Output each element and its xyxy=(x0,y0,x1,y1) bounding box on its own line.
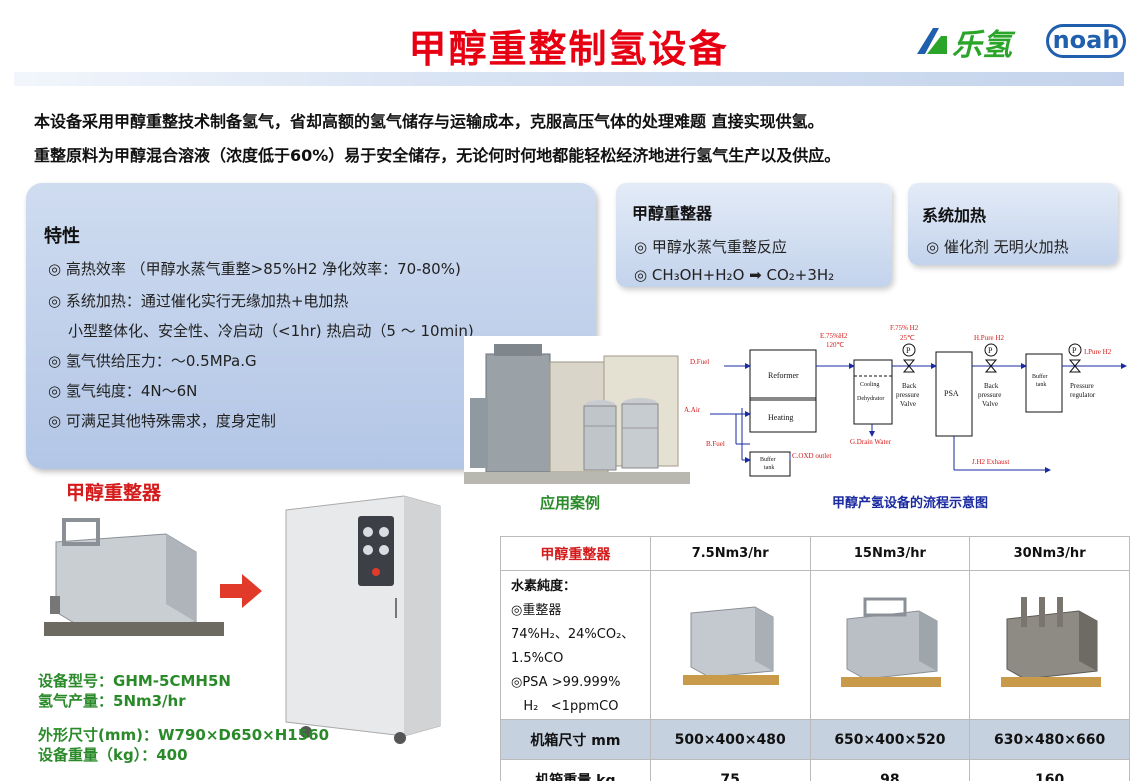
spec-table: 甲醇重整器 7.5Nm3/hr 15Nm3/hr 30Nm3/hr 水素純度： … xyxy=(500,536,1130,781)
reformer-cabinet-photo xyxy=(280,488,448,744)
stream-h-label: H.Pure H2 xyxy=(974,334,1004,342)
buffer-label: tank xyxy=(764,465,774,471)
heating-block-label: Heating xyxy=(768,413,793,422)
spec-size: 外形尺寸(mm)：W790×D650×H1560 xyxy=(38,726,330,744)
table-cell: 650×400×520 xyxy=(809,719,971,760)
stream-j-label: J.H2 Exhaust xyxy=(972,458,1009,466)
product-image-cell xyxy=(969,570,1130,720)
table-header-cell: 15Nm3/hr xyxy=(809,536,971,571)
purity-cell: 水素純度： ◎重整器 74%H₂、24%CO₂、1.5%CO ◎PSA >99.… xyxy=(500,570,651,720)
table-header-row: 甲醇重整器 7.5Nm3/hr 15Nm3/hr 30Nm3/hr xyxy=(500,536,1130,571)
flow-diagram-caption: 甲醇产氢设备的流程示意图 xyxy=(832,496,989,511)
reformer-block-label: Reformer xyxy=(768,371,799,380)
regulator-label: regulator xyxy=(1070,391,1096,399)
purity-line: 74%H₂、24%CO₂、1.5%CO xyxy=(511,627,635,666)
buffer-label: tank xyxy=(1036,382,1046,388)
features-title: 特性 xyxy=(44,226,80,247)
intro-line-2: 重整原料为甲醇混合溶液（浓度低于60%）易于安全储存，无论何时何地都能轻松经济地… xyxy=(34,146,841,165)
purity-title: 水素純度： xyxy=(511,579,577,594)
bpv-label: Valve xyxy=(982,400,998,408)
spec-model: 设备型号：GHM-5CMH5N xyxy=(38,672,231,690)
table-cell: 98 xyxy=(809,759,971,781)
dehydrator-label: Dehydrator xyxy=(857,396,884,402)
reformer-module-photo xyxy=(36,512,232,654)
page-title: 甲醇重整制氢设备 xyxy=(408,27,729,71)
gauge-p-label: P xyxy=(988,346,993,355)
regulator-label: Pressure xyxy=(1070,382,1094,390)
cooling-label: Cooling xyxy=(860,382,879,388)
process-flow-diagram: P P P Reformer Heating Cooling Dehydrato… xyxy=(684,324,1127,477)
stream-a-label: A.Air xyxy=(684,406,701,414)
table-cell: 机箱尺寸 mm xyxy=(500,719,651,760)
heating-box-line: ◎ 催化剂 无明火加热 xyxy=(926,238,1069,256)
arrow-right-icon xyxy=(220,574,262,608)
table-header-cell: 30Nm3/hr xyxy=(969,536,1130,571)
stream-f-temp: 25℃ xyxy=(900,334,915,342)
bpv-label: Back xyxy=(902,382,917,390)
brand-logo-text: 乐氢 xyxy=(952,28,1012,63)
table-header-cell: 7.5Nm3/hr xyxy=(649,536,811,571)
brand-logo-icon xyxy=(917,28,947,54)
application-case-photo xyxy=(464,336,690,484)
spec-weight: 设备重量（kg）：400 xyxy=(38,746,188,764)
feature-item: ◎ 可满足其他特殊需求，度身定制 xyxy=(48,412,276,430)
reformer-30-image xyxy=(1000,597,1101,687)
product-image-cell xyxy=(649,570,811,720)
reformer-box-title: 甲醇重整器 xyxy=(632,204,713,223)
feature-item: ◎ 氢气纯度：4N～6N xyxy=(48,382,198,400)
intro-line-1: 本设备采用甲醇重整技术制备氢气，省却高额的氢气储存与运输成本，克服高压气体的处理… xyxy=(34,112,824,131)
table-row: 机箱重量 kg 75 98 160 xyxy=(500,759,1130,781)
table-cell: 500×400×480 xyxy=(649,719,811,760)
psa-label: PSA xyxy=(944,389,959,398)
bpv-label: pressure xyxy=(978,391,1001,399)
bpv-label: Valve xyxy=(900,400,916,408)
gauge-p-label: P xyxy=(1072,346,1077,355)
purity-line: H₂ <1ppmCO xyxy=(511,699,619,714)
feature-item: 小型整体化、安全性、冷启动（<1hr) 热启动（5 ～ 10min) xyxy=(68,322,474,340)
stream-i-label: I.Pure H2 xyxy=(1084,348,1112,356)
brand-logo-badge: noah xyxy=(1046,24,1126,58)
heating-box-title: 系统加热 xyxy=(922,206,987,225)
gauge-p-label: P xyxy=(906,346,911,355)
stream-d-label: D.Fuel xyxy=(690,358,709,366)
spec-output: 氢气产量：5Nm3/hr xyxy=(38,692,186,710)
buffer-label: Buffer xyxy=(1032,373,1048,380)
product-image-cell xyxy=(809,570,971,720)
reformer-box-line: ◎ 甲醇水蒸气重整反应 xyxy=(634,238,787,256)
header-band xyxy=(14,72,1124,86)
table-cell: 630×480×660 xyxy=(969,719,1130,760)
reformer-15-image xyxy=(840,597,941,687)
reformer-info-box xyxy=(616,183,892,287)
feature-item: ◎ 高热效率 （甲醇水蒸气重整>85%H2 净化效率：70-80%) xyxy=(48,260,461,278)
bpv-label: pressure xyxy=(896,391,919,399)
reformer-7-5-image xyxy=(683,606,780,685)
feature-item: ◎ 系统加热：通过催化实行无缘加热+电加热 xyxy=(48,292,349,310)
stream-g-label: G.Drain Water xyxy=(850,438,892,446)
table-header-cell: 甲醇重整器 xyxy=(500,536,651,571)
reformer-box-line: ◎ CH₃OH+H₂O ➡ CO₂+3H₂ xyxy=(634,266,835,284)
heating-info-box xyxy=(908,183,1118,265)
purity-line: ◎PSA >99.999% xyxy=(511,675,621,690)
table-cell: 机箱重量 kg xyxy=(500,759,651,781)
table-row: 水素純度： ◎重整器 74%H₂、24%CO₂、1.5%CO ◎PSA >99.… xyxy=(500,570,1130,720)
stream-c-label: C.OXD outlet xyxy=(792,452,831,460)
stream-b-label: B.Fuel xyxy=(706,440,725,448)
stream-f-label: F.75% H2 xyxy=(890,324,919,332)
table-cell: 75 xyxy=(649,759,811,781)
buffer-label: Buffer xyxy=(760,456,776,463)
table-cell: 160 xyxy=(969,759,1130,781)
table-row: 机箱尺寸 mm 500×400×480 650×400×520 630×480×… xyxy=(500,719,1130,760)
bpv-label: Back xyxy=(984,382,999,390)
stream-e-temp: 120℃ xyxy=(826,341,845,349)
feature-item: ◎ 氢气供给压力：～0.5MPa.G xyxy=(48,352,257,370)
application-case-label: 应用案例 xyxy=(540,494,601,512)
purity-line: ◎重整器 xyxy=(511,603,562,618)
reformer-section-heading: 甲醇重整器 xyxy=(66,482,162,504)
stream-e-label: E.75%H2 xyxy=(820,332,848,340)
